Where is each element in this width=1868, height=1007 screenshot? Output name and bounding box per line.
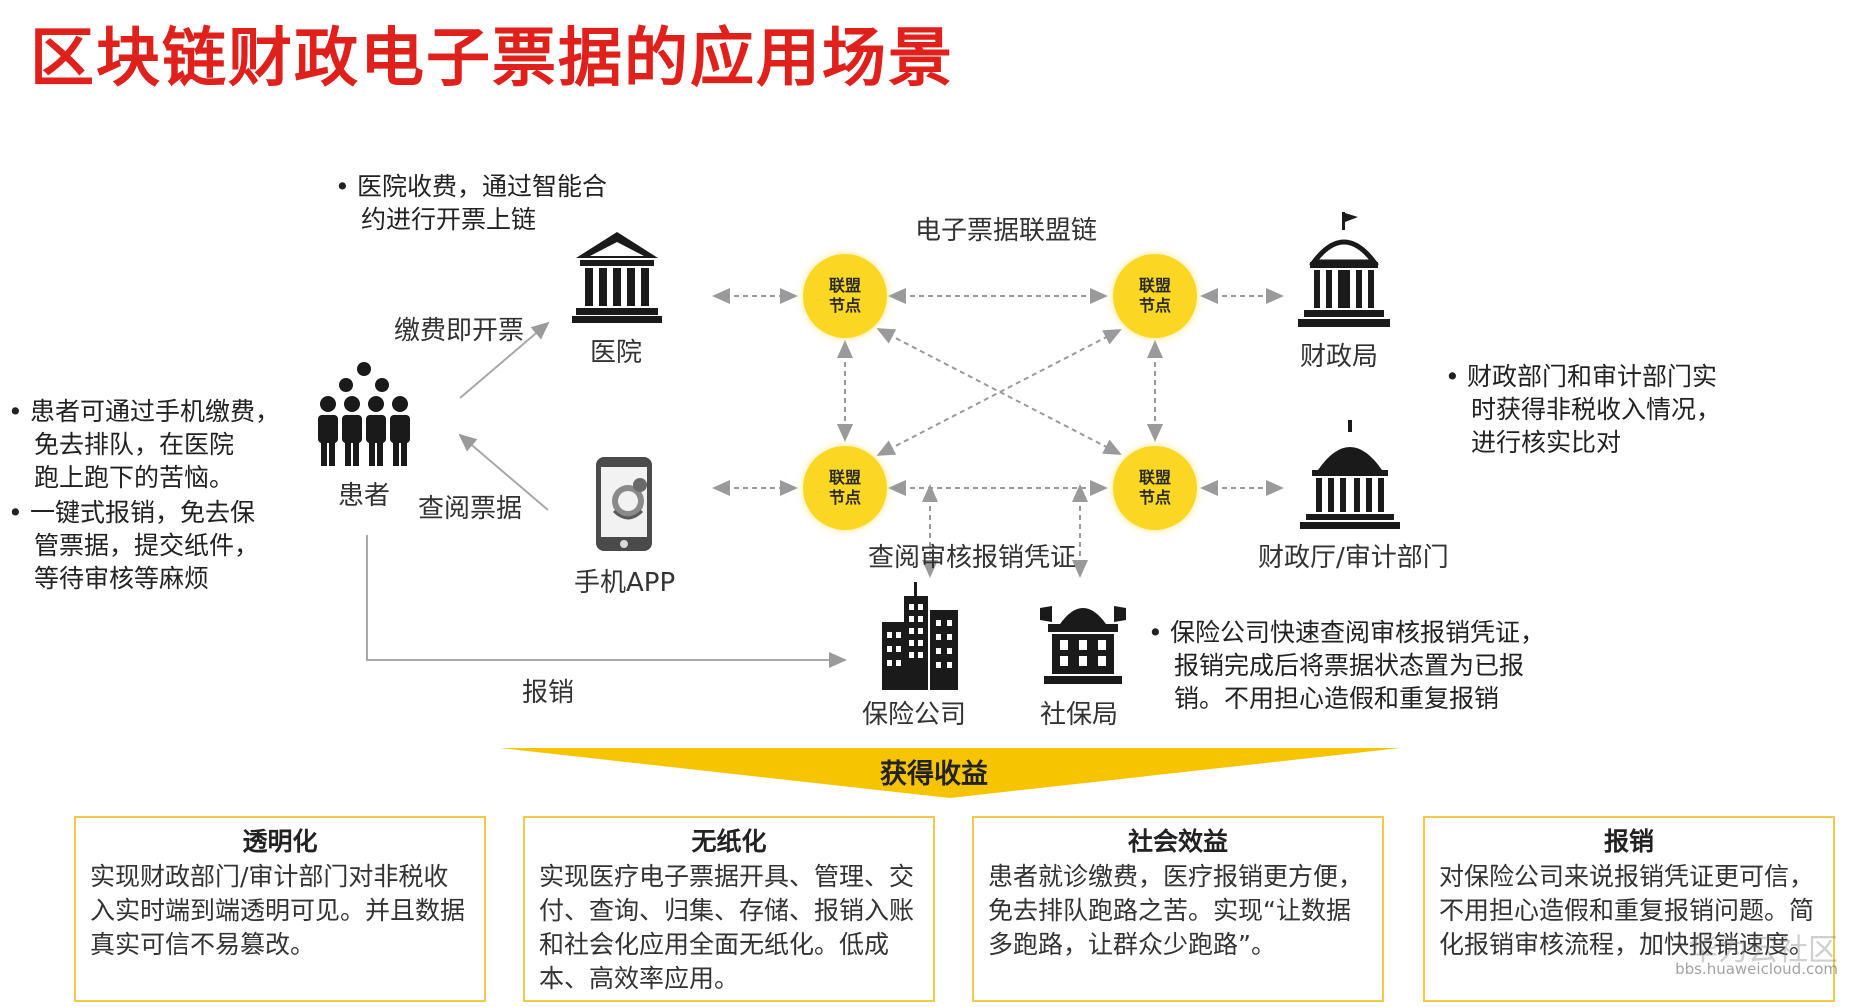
benefit-card-text: 患者就诊缴费，医疗报销更方便，免去排队跑路之苦。实现“让数据多跑路，让群众少跑路… xyxy=(988,862,1364,959)
consortium-node-top-right: 联盟节点 xyxy=(1113,254,1197,338)
consortium-node-bottom-right: 联盟节点 xyxy=(1113,446,1197,530)
hospital-label: 医院 xyxy=(590,338,643,368)
finance-dept-label: 财政厅/审计部门 xyxy=(1258,543,1449,573)
dome-building-icon xyxy=(1300,420,1400,530)
insurance-label: 保险公司 xyxy=(862,700,967,730)
people-icon xyxy=(316,360,412,470)
watermark: 华为云社区 xyxy=(1688,933,1838,968)
review-voucher-label: 查阅审核报销凭证 xyxy=(868,543,1077,573)
skyscraper-icon xyxy=(878,582,964,690)
view-invoice-label: 查阅票据 xyxy=(418,494,523,524)
mobile-app-icon xyxy=(590,455,660,555)
watermark-url: bbs.huaweicloud.com xyxy=(1675,960,1838,978)
benefit-card-paperless: 无纸化 实现医疗电子票据开具、管理、交付、查询、归集、存储、报销入账和社会化应用… xyxy=(523,816,935,1002)
chain-label: 电子票据联盟链 xyxy=(915,216,1098,246)
benefit-card-title: 无纸化 xyxy=(691,827,767,856)
benefits-banner xyxy=(500,748,1400,798)
pay-invoice-label: 缴费即开票 xyxy=(394,316,525,346)
capitol-icon xyxy=(1296,212,1392,332)
mobile-app-label: 手机APP xyxy=(574,568,676,598)
benefit-card-reimbursement: 报销 对保险公司来说报销凭证更可信，不用担心造假和重复报销问题。简化报销审核流程… xyxy=(1423,816,1835,1002)
benefit-card-title: 透明化 xyxy=(242,827,318,856)
benefit-card-social: 社会效益 患者就诊缴费，医疗报销更方便，免去排队跑路之苦。实现“让数据多跑路，让… xyxy=(972,816,1384,1002)
patient-note-2: •一键式报销，免去保 管票据，提交纸件， 等待审核等麻烦 xyxy=(8,498,260,593)
social-security-building-icon xyxy=(1038,588,1128,688)
social-security-label: 社保局 xyxy=(1040,700,1119,730)
patient-note-1: •患者可通过手机缴费， 免去排队，在医院 跑上跑下的苦恼。 xyxy=(8,397,281,492)
finance-bureau-label: 财政局 xyxy=(1300,342,1379,372)
benefit-card-title: 社会效益 xyxy=(1127,827,1228,856)
insurance-note: •保险公司快速查阅审核报销凭证， 报销完成后将票据状态置为已报 销。不用担心造假… xyxy=(1148,618,1546,713)
benefit-card-transparency: 透明化 实现财政部门/审计部门对非税收入实时端到端透明可见。并且数据真实可信不易… xyxy=(74,816,486,1002)
consortium-node-top-left: 联盟节点 xyxy=(803,254,887,338)
finance-note: •财政部门和审计部门实 时获得非税收入情况， 进行核实比对 xyxy=(1445,362,1722,457)
arrow-patient-hospital xyxy=(459,321,550,399)
hospital-icon xyxy=(572,230,662,325)
page-title: 区块链财政电子票据的应用场景 xyxy=(30,22,954,96)
arrow-reimburse xyxy=(366,535,847,668)
patient-label: 患者 xyxy=(338,481,391,511)
benefits-title: 获得收益 xyxy=(880,759,988,790)
benefit-card-text: 实现财政部门/审计部门对非税收入实时端到端透明可见。并且数据真实可信不易篡改。 xyxy=(90,862,466,959)
benefit-card-title: 报销 xyxy=(1603,827,1654,856)
reimburse-label: 报销 xyxy=(522,678,575,708)
patient-notes: •患者可通过手机缴费， 免去排队，在医院 跑上跑下的苦恼。 •一键式报销，免去保… xyxy=(8,395,280,595)
consortium-node-bottom-left: 联盟节点 xyxy=(803,446,887,530)
benefit-card-text: 对保险公司来说报销凭证更可信，不用担心造假和重复报销问题。简化报销审核流程，加快… xyxy=(1439,862,1815,959)
arrow-diagonal-2 xyxy=(876,329,1122,456)
arrow-app-patient xyxy=(458,433,549,511)
hospital-note: •医院收费，通过智能合 约进行开票上链 xyxy=(335,172,608,234)
benefit-card-text: 实现医疗电子票据开具、管理、交付、查询、归集、存储、报销入账和社会化应用全面无纸… xyxy=(539,862,915,993)
